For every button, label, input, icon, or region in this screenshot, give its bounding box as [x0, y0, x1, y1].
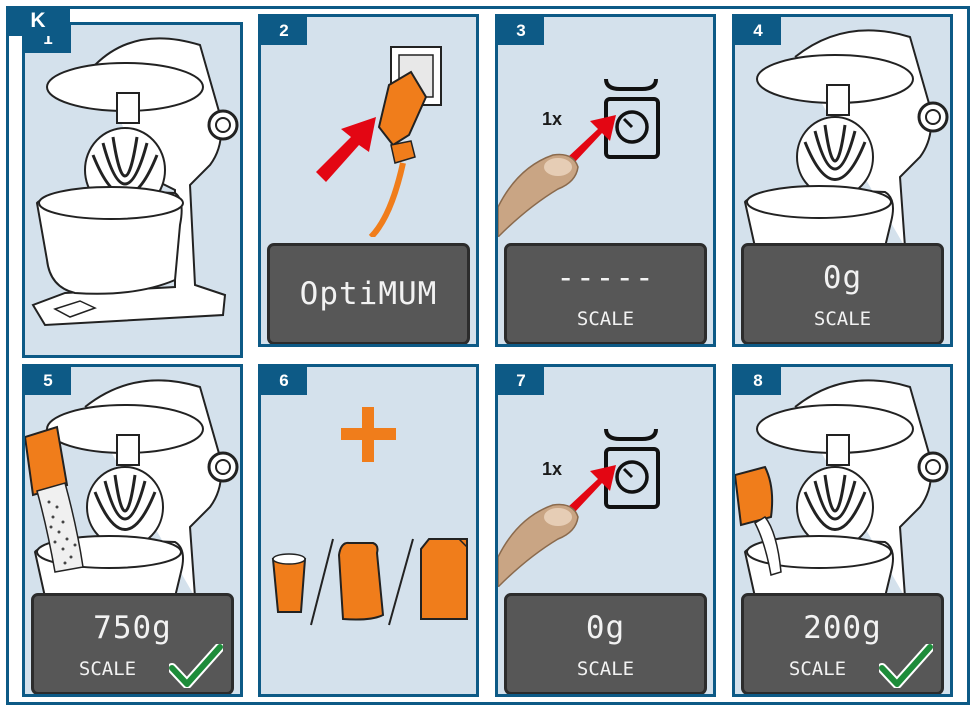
display-mode: SCALE — [507, 308, 704, 330]
mixer-with-bowl-icon — [735, 17, 950, 247]
display-reading: ----- — [507, 260, 704, 296]
display-mode: SCALE — [34, 658, 181, 680]
add-ingredients-icon — [261, 367, 476, 697]
display-reading: 0g — [744, 260, 941, 296]
display-mode: SCALE — [744, 658, 891, 680]
press-scale-button-icon — [498, 367, 713, 587]
panel-number: 5 — [25, 367, 71, 395]
display-reading: OptiMUM — [270, 276, 467, 312]
checkmark-icon — [879, 644, 933, 688]
panel-number: 4 — [735, 17, 781, 45]
panel-number: 6 — [261, 367, 307, 395]
panel-number: 7 — [498, 367, 544, 395]
panel-number: 2 — [261, 17, 307, 45]
display-reading: 750g — [34, 610, 231, 646]
panel-number: 3 — [498, 17, 544, 45]
plug-into-socket-icon — [261, 17, 476, 237]
panel-6: 6 — [258, 364, 479, 697]
panel-number: 8 — [735, 367, 781, 395]
display-mode: SCALE — [507, 658, 704, 680]
panel-5: 5 750g SCALE — [22, 364, 243, 697]
panel-4: 4 0g SCALE — [732, 14, 953, 347]
panel-3: 3 1x ----- SCALE — [495, 14, 716, 347]
scale-display: 200g SCALE — [741, 593, 944, 695]
pour-flour-icon — [25, 367, 240, 597]
display-mode: SCALE — [744, 308, 941, 330]
panel-1: 1 — [22, 22, 243, 358]
display-reading: 0g — [507, 610, 704, 646]
mixer-with-bowl-icon — [25, 25, 240, 355]
panel-2: 2 OptiMUM — [258, 14, 479, 347]
display-reading: 200g — [744, 610, 941, 646]
panel-7: 7 1x 0g SCALE — [495, 364, 716, 697]
checkmark-icon — [169, 644, 223, 688]
figure-label: K — [6, 6, 70, 36]
scale-display: 750g SCALE — [31, 593, 234, 695]
panel-8: 8 200g SCALE — [732, 364, 953, 697]
scale-display: 0g SCALE — [504, 593, 707, 695]
pour-milk-icon — [735, 367, 950, 597]
press-scale-button-icon — [498, 17, 713, 237]
scale-display: 0g SCALE — [741, 243, 944, 345]
scale-display: OptiMUM — [267, 243, 470, 345]
scale-display: ----- SCALE — [504, 243, 707, 345]
